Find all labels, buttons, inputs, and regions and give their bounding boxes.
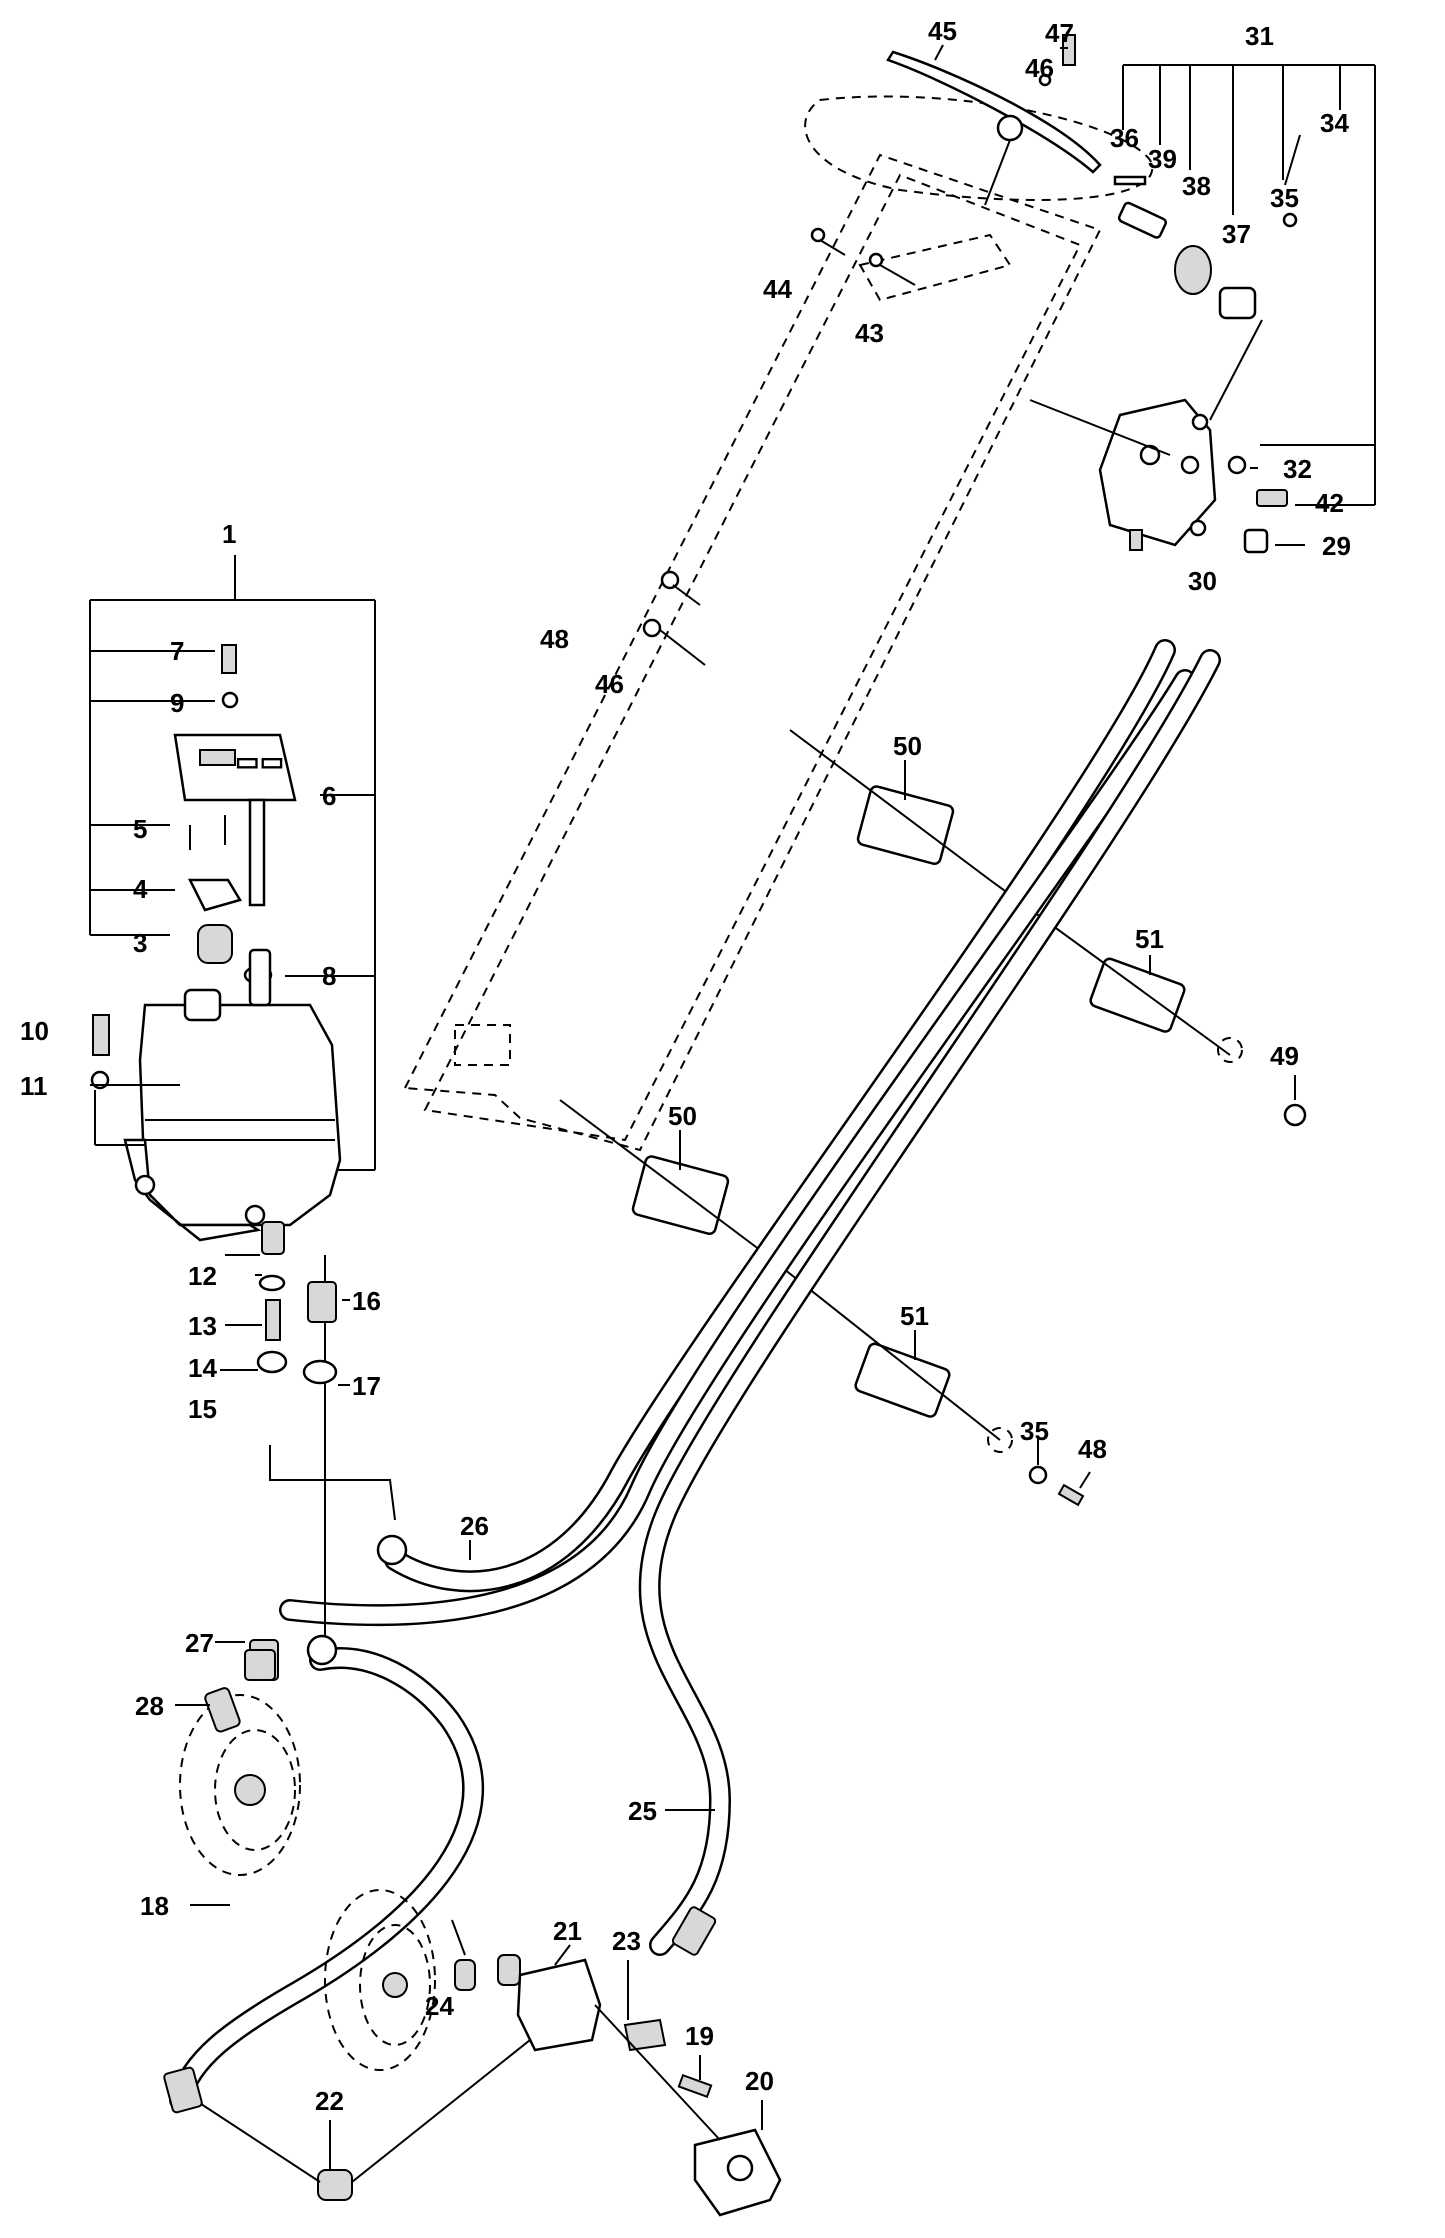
callout-22: 22 <box>315 2086 344 2116</box>
callout-50-bottom: 50 <box>668 1101 697 1131</box>
callout-35-top: 35 <box>1270 183 1299 213</box>
callout-38: 38 <box>1182 171 1211 201</box>
dipstick-label <box>199 749 236 766</box>
handle-bar-45 <box>886 50 1102 206</box>
callout-7: 7 <box>170 636 184 666</box>
callout-labels: 1 3 4 5 6 7 8 9 10 11 12 13 14 15 16 17 … <box>20 16 1351 2116</box>
callout-9: 9 <box>170 688 184 718</box>
motor-right <box>324 1889 436 2071</box>
fasteners-top <box>642 34 1076 666</box>
callout-50-top: 50 <box>893 731 922 761</box>
callout-18: 18 <box>140 1891 169 1921</box>
callout-10: 10 <box>20 1016 49 1046</box>
callout-48-bottom: 48 <box>1078 1434 1107 1464</box>
callout-47: 47 <box>1045 18 1074 48</box>
callout-39: 39 <box>1148 144 1177 174</box>
callout-32: 32 <box>1283 454 1312 484</box>
leader-lines <box>90 44 1376 2170</box>
callout-35-bottom: 35 <box>1020 1416 1049 1446</box>
callout-16: 16 <box>352 1286 381 1316</box>
callout-11: 11 <box>20 1071 48 1101</box>
callout-30: 30 <box>1188 566 1217 596</box>
callout-19: 19 <box>685 2021 714 2051</box>
callout-12: 12 <box>188 1261 217 1291</box>
callout-31: 31 <box>1245 21 1274 51</box>
callout-42: 42 <box>1315 488 1344 518</box>
callout-51-bottom: 51 <box>900 1301 929 1331</box>
callout-45: 45 <box>928 16 957 46</box>
callout-24: 24 <box>425 1991 454 2021</box>
callout-44: 44 <box>763 274 792 304</box>
callout-37: 37 <box>1222 219 1251 249</box>
hose-clamps <box>559 729 1307 1507</box>
callout-49: 49 <box>1270 1041 1299 1071</box>
callout-23: 23 <box>612 1926 641 1956</box>
callout-25: 25 <box>628 1796 657 1826</box>
hydraulic-hoses <box>169 639 1221 2111</box>
oil-tank-assembly: ▭▭ <box>89 555 376 1385</box>
callout-3: 3 <box>133 928 147 958</box>
callout-20: 20 <box>745 2066 774 2096</box>
callout-1: 1 <box>222 519 236 549</box>
fittings-bottom <box>163 1534 782 2217</box>
callout-27: 27 <box>185 1628 214 1658</box>
callout-14: 14 <box>188 1353 217 1383</box>
callout-43: 43 <box>855 318 884 348</box>
callout-4: 4 <box>133 874 148 904</box>
callout-36: 36 <box>1110 123 1139 153</box>
motor-left <box>179 1639 301 1876</box>
callout-34: 34 <box>1320 108 1349 138</box>
callout-46-top: 46 <box>1025 53 1054 83</box>
callout-8: 8 <box>322 961 336 991</box>
callout-28: 28 <box>135 1691 164 1721</box>
callout-51-top: 51 <box>1135 924 1164 954</box>
callout-17: 17 <box>352 1371 381 1401</box>
callout-46-mid: 46 <box>595 669 624 699</box>
control-valve-assembly <box>1029 134 1301 554</box>
callout-48-mid: 48 <box>540 624 569 654</box>
callout-21: 21 <box>553 1916 582 1946</box>
callout-26: 26 <box>460 1511 489 1541</box>
callout-5: 5 <box>133 814 147 844</box>
callout-13: 13 <box>188 1311 217 1341</box>
callout-6: 6 <box>322 781 336 811</box>
callout-15: 15 <box>188 1394 217 1424</box>
dipstick-label-text: ▭▭ <box>235 746 284 776</box>
callout-29: 29 <box>1322 531 1351 561</box>
